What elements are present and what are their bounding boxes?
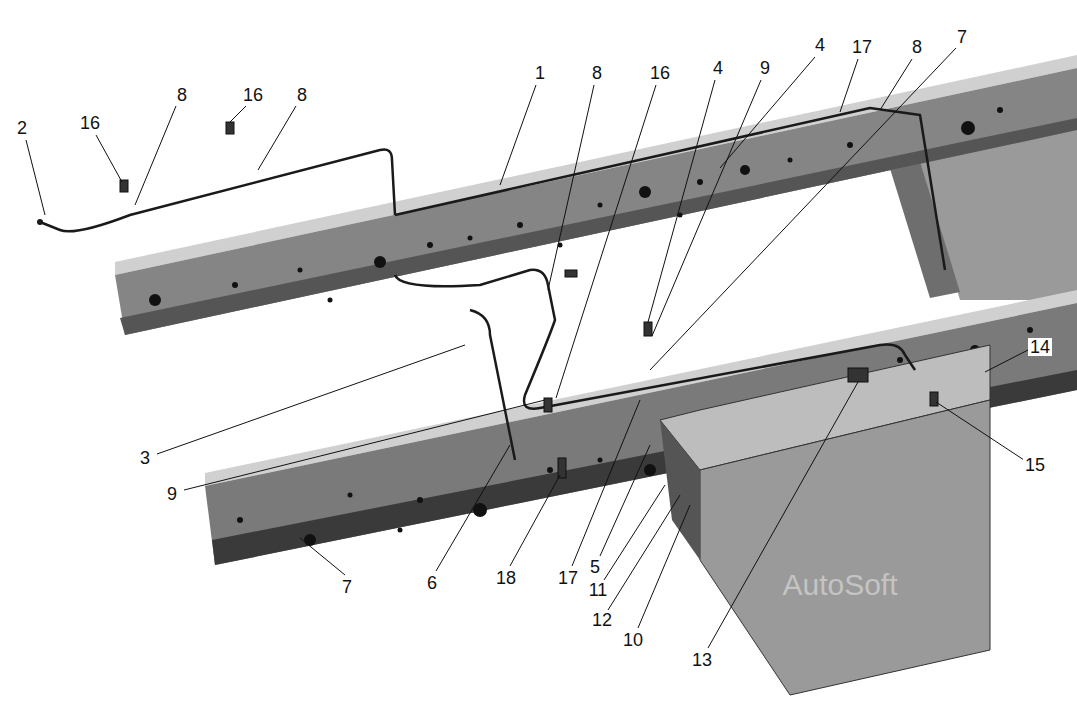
callout-number: 4 (813, 36, 827, 54)
callout-number: 15 (1023, 456, 1047, 474)
callout-number: 8 (910, 38, 924, 56)
callout-number: 6 (425, 574, 439, 592)
callout-number: 18 (494, 569, 518, 587)
callout-number: 9 (165, 485, 179, 503)
callout-number: 14 (1028, 338, 1052, 356)
watermark: AutoSoft (782, 570, 897, 600)
callout-number: 11 (587, 581, 610, 599)
callout-number: 13 (690, 651, 714, 669)
callout-number: 12 (590, 611, 614, 629)
callout-number: 1 (533, 64, 547, 82)
callout-number: 7 (955, 28, 969, 46)
callout-number: 17 (850, 38, 874, 56)
callout-number: 16 (241, 86, 265, 104)
callout-number: 4 (711, 59, 725, 77)
callout-number: 8 (295, 86, 309, 104)
callout-number: 17 (556, 569, 580, 587)
callout-number: 3 (138, 449, 152, 467)
callout-number: 8 (175, 86, 189, 104)
callout-number: 8 (590, 64, 604, 82)
callout-number: 10 (621, 631, 645, 649)
callout-number: 16 (648, 64, 672, 82)
callout-number: 5 (588, 558, 602, 576)
callout-number: 16 (78, 114, 102, 132)
callout-number: 7 (340, 578, 354, 596)
callout-number: 9 (758, 59, 772, 77)
callout-number: 2 (15, 119, 29, 137)
